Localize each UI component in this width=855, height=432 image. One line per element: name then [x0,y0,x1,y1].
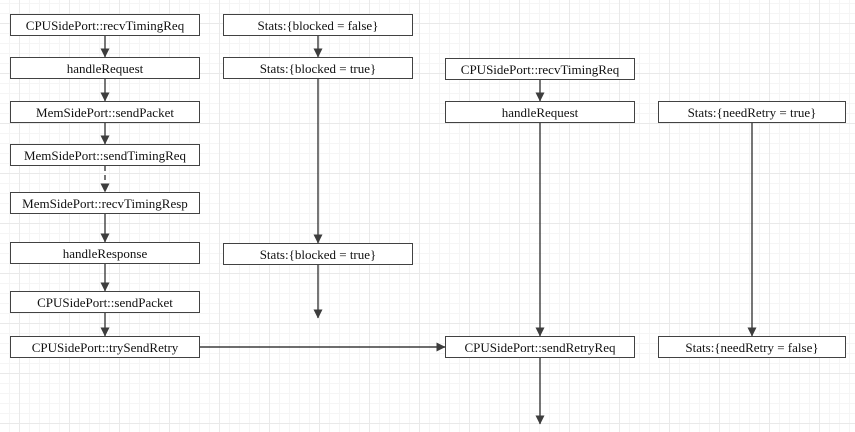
node-memsideport-sendtimingreq[interactable]: MemSidePort::sendTimingReq [10,144,200,166]
node-stats-needretry-false[interactable]: Stats:{needRetry = false} [658,336,846,358]
node-stats-blocked-false[interactable]: Stats:{blocked = false} [223,14,413,36]
node-label: Stats:{needRetry = false} [685,339,819,355]
node-label: CPUSidePort::sendRetryReq [464,339,616,355]
node-memsideport-recvtimingresp[interactable]: MemSidePort::recvTimingResp [10,192,200,214]
node-label: MemSidePort::recvTimingResp [22,195,188,211]
node-stats-needretry-true[interactable]: Stats:{needRetry = true} [658,101,846,123]
node-cpusideport-recvtimingreq-2[interactable]: CPUSidePort::recvTimingReq [445,58,635,80]
node-label: CPUSidePort::recvTimingReq [460,61,620,77]
node-stats-blocked-true-2[interactable]: Stats:{blocked = true} [223,243,413,265]
node-label: Stats:{blocked = true} [259,60,377,76]
node-label: MemSidePort::sendTimingReq [23,147,187,163]
node-handlerequest-2[interactable]: handleRequest [445,101,635,123]
node-cpusideport-recvtimingreq-1[interactable]: CPUSidePort::recvTimingReq [10,14,200,36]
node-label: CPUSidePort::trySendRetry [31,339,179,355]
node-label: handleRequest [66,60,144,76]
node-cpusideport-sendpacket[interactable]: CPUSidePort::sendPacket [10,291,200,313]
node-cpusideport-sendretryreq[interactable]: CPUSidePort::sendRetryReq [445,336,635,358]
node-label: Stats:{blocked = false} [257,17,379,33]
node-handleresponse[interactable]: handleResponse [10,242,200,264]
node-label: MemSidePort::sendPacket [36,104,174,120]
node-memsideport-sendpacket[interactable]: MemSidePort::sendPacket [10,101,200,123]
node-label: Stats:{needRetry = true} [687,104,817,120]
node-label: handleRequest [501,104,579,120]
node-label: handleResponse [62,245,148,261]
node-label: Stats:{blocked = true} [259,246,377,262]
node-handlerequest-1[interactable]: handleRequest [10,57,200,79]
node-cpusideport-trysendretry[interactable]: CPUSidePort::trySendRetry [10,336,200,358]
node-stats-blocked-true-1[interactable]: Stats:{blocked = true} [223,57,413,79]
node-label: CPUSidePort::sendPacket [37,294,173,310]
node-label: CPUSidePort::recvTimingReq [25,17,185,33]
